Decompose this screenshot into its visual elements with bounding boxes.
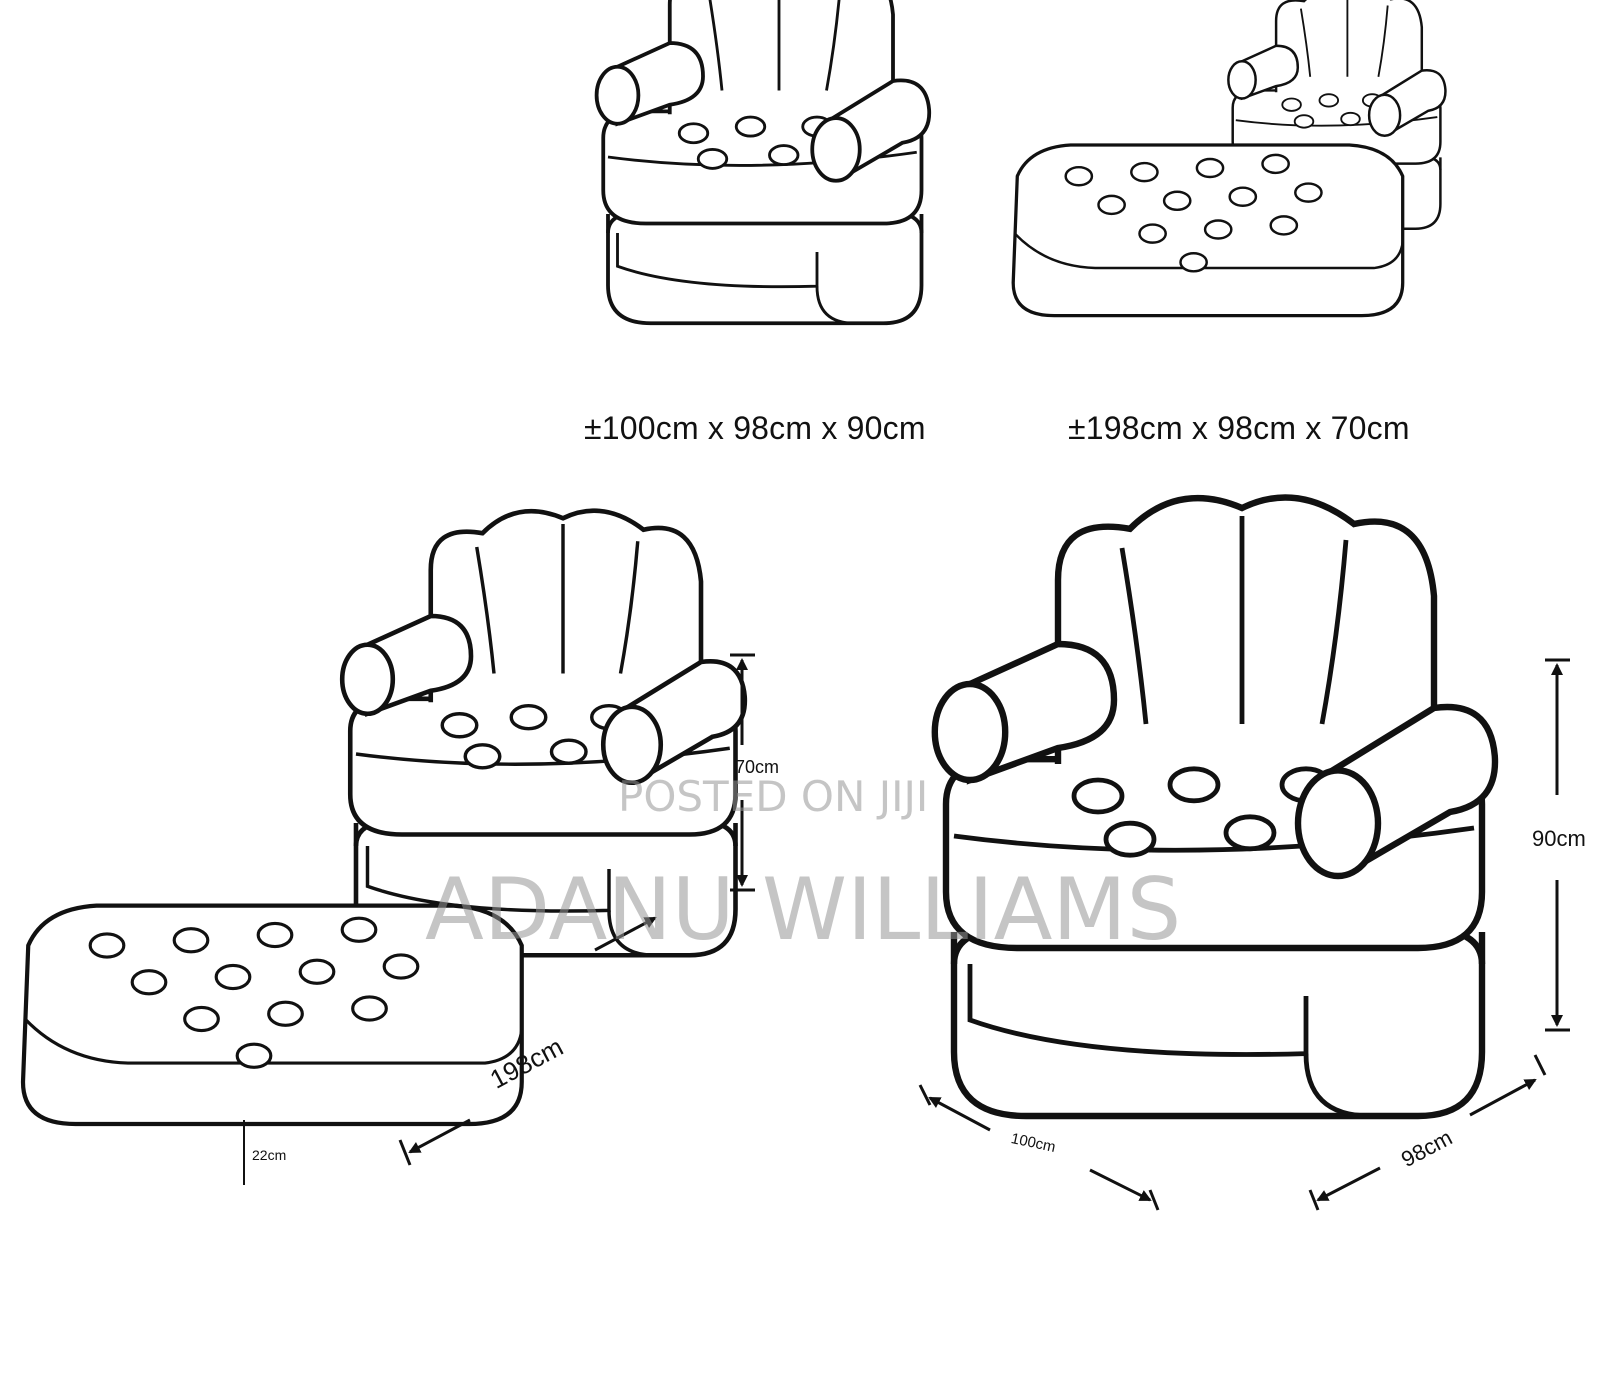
bed-thickness-label: 22cm bbox=[252, 1147, 287, 1163]
bed-dimension-illustration bbox=[23, 511, 755, 1185]
top-bed-illustration bbox=[1011, 0, 1447, 318]
bed-size-caption: ±198cm x 98cm x 70cm bbox=[1068, 410, 1410, 446]
chair-dimension-illustration bbox=[918, 497, 1570, 1211]
bed-height-label: 70cm bbox=[735, 757, 780, 777]
chair-height-label: 90cm bbox=[1532, 826, 1586, 851]
top-chair-illustration bbox=[594, 0, 932, 326]
chair-size-caption: ±100cm x 98cm x 90cm bbox=[584, 410, 926, 446]
